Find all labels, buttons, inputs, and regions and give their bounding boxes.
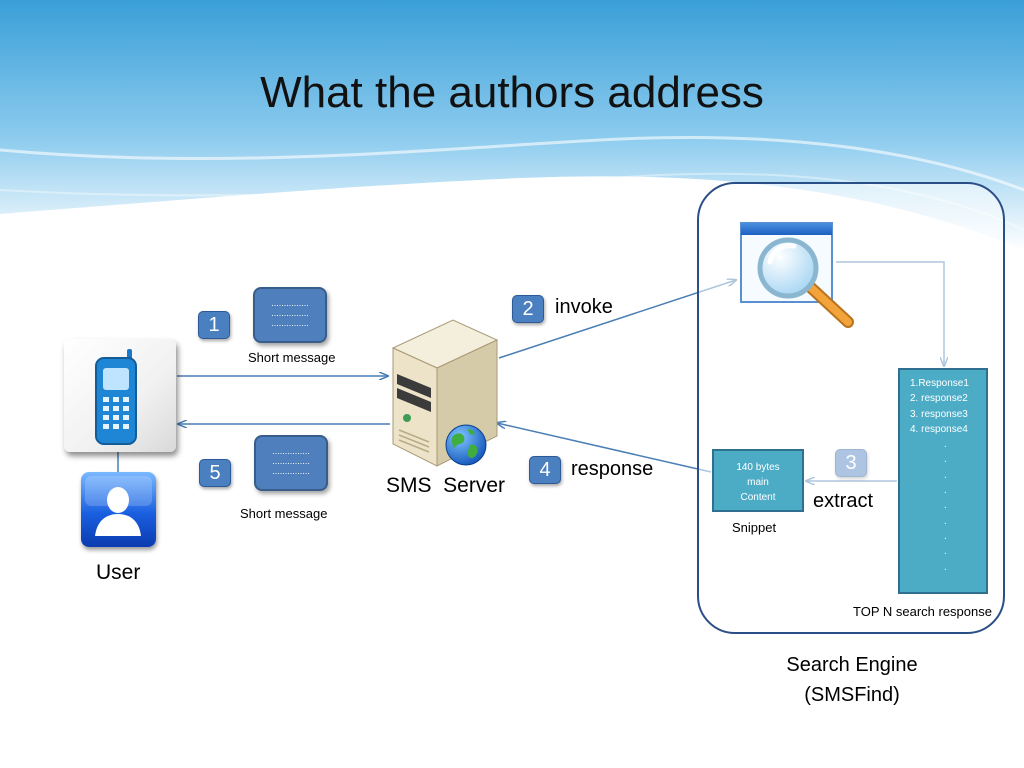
step-badge-2: 2 xyxy=(512,295,544,323)
message-dots: ............... xyxy=(272,466,310,476)
response-continuation-dot: . xyxy=(944,485,947,497)
snippet-box: 140 bytes main Content xyxy=(712,449,804,512)
short-message-label-top: Short message xyxy=(248,350,336,365)
user-silhouette-icon xyxy=(85,476,152,536)
arrow-server-to-search xyxy=(498,280,736,359)
snippet-label: Snippet xyxy=(732,520,777,535)
extract-label: extract xyxy=(813,490,874,512)
sms-server-label: SMS Server xyxy=(386,474,506,497)
phone-card xyxy=(64,339,176,452)
step-badge-4: 4 xyxy=(529,456,561,484)
response-continuation-dot: . xyxy=(944,500,947,512)
short-message-box-top: ............... ............... ........… xyxy=(253,287,327,343)
invoke-label: invoke xyxy=(555,296,613,318)
response-continuation-dot: . xyxy=(944,515,947,527)
snippet-line: Content xyxy=(740,492,776,503)
response-item: 2. response2 xyxy=(910,393,968,405)
search-engine-label-line1: Search Engine xyxy=(786,654,918,676)
user-card xyxy=(81,472,156,547)
response-continuation-dot: . xyxy=(944,439,947,451)
response-item: 1.Response1 xyxy=(910,378,969,389)
step-badge-5: 5 xyxy=(199,459,231,487)
response-list: 1.Response1 2. response2 3. response3 4.… xyxy=(898,368,988,594)
arrow-snippet-to-server xyxy=(497,423,712,473)
short-message-label-bottom: Short message xyxy=(240,506,328,521)
snippet-line: 140 bytes xyxy=(736,462,780,473)
snippet-line: main xyxy=(747,477,769,488)
response-continuation: ......... xyxy=(910,437,986,575)
response-continuation-dot: . xyxy=(944,546,947,558)
short-message-box-bottom: ............... ............... ........… xyxy=(254,435,328,491)
magnifier-window-icon xyxy=(740,222,854,328)
message-dots: ............... xyxy=(272,446,310,456)
search-engine-label-line2: (SMSFind) xyxy=(804,684,900,706)
message-dots: ............... xyxy=(272,456,310,466)
slide-title: What the authors address xyxy=(260,68,764,117)
mobile-phone-icon xyxy=(95,349,137,445)
response-continuation-dot: . xyxy=(944,530,947,542)
top-n-label: TOP N search response xyxy=(853,604,992,619)
user-label: User xyxy=(96,561,141,584)
message-dots: ............... xyxy=(271,308,309,318)
response-continuation-dot: . xyxy=(944,469,947,481)
response-continuation-dot: . xyxy=(944,561,947,573)
message-dots: ............... xyxy=(271,298,309,308)
response-continuation-dot: . xyxy=(944,454,947,466)
response-label: response xyxy=(571,458,654,480)
response-item: 4. response4 xyxy=(910,423,968,435)
response-item: 3. response3 xyxy=(910,408,968,420)
search-engine-label: Search Engine (SMSFind) xyxy=(752,650,952,710)
message-dots: ............... xyxy=(271,318,309,328)
step-badge-1: 1 xyxy=(198,311,230,339)
globe-icon xyxy=(445,424,487,466)
